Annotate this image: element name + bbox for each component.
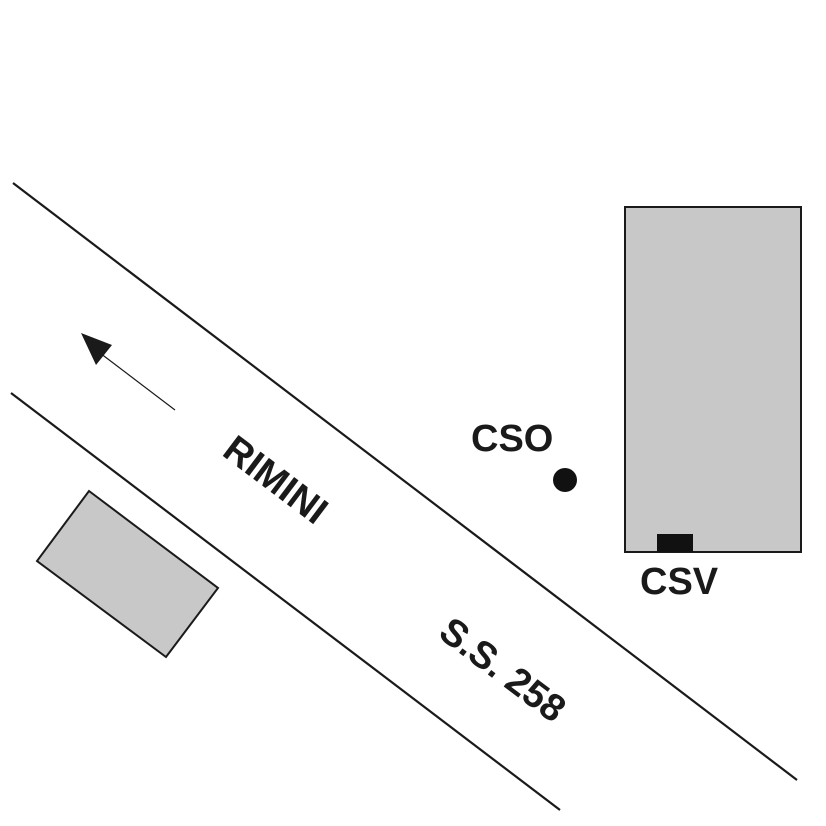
cso-label: CSO xyxy=(471,418,553,460)
csv-label: CSV xyxy=(640,561,719,603)
direction-label: RIMINI xyxy=(215,428,335,533)
road-label: S.S. 258 xyxy=(431,610,573,731)
filled-circle-icon xyxy=(553,468,577,492)
building-large xyxy=(624,206,802,553)
road-edge-lower xyxy=(10,392,561,811)
road-edge-upper xyxy=(12,182,798,781)
building-small xyxy=(35,489,220,659)
arrow-up-left-icon xyxy=(81,333,176,411)
filled-rectangle-icon xyxy=(657,534,693,552)
